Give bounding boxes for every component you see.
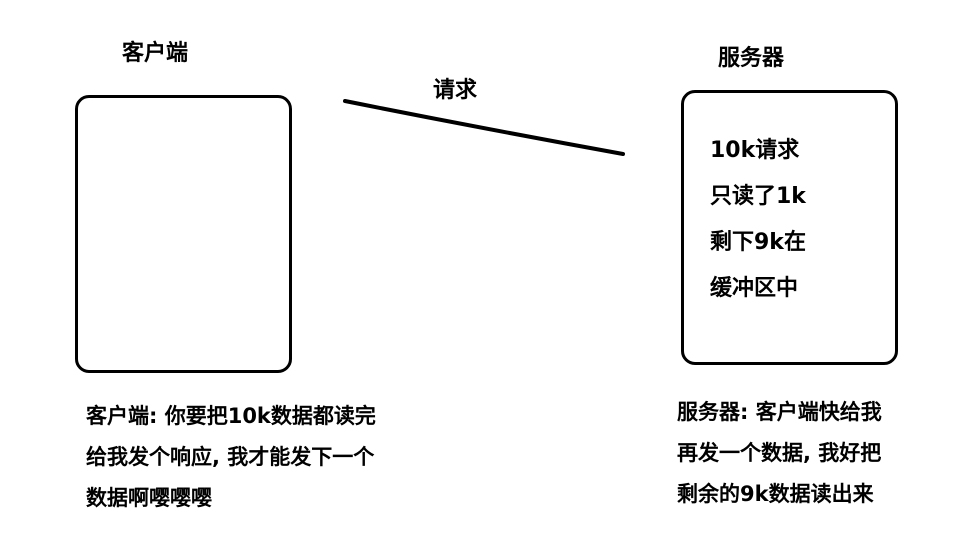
server-box-text: 10k请求 只读了1k 剩下9k在 缓冲区中 [710,128,806,312]
client-note: 客户端: 你要把10k数据都读完 给我发个响应, 我才能发下一个 数据啊嘤嘤嘤 [86,396,376,519]
client-note-line: 给我发个响应, 我才能发下一个 [86,445,375,469]
server-note-line: 服务器: 客户端快给我 [677,400,882,424]
server-note-line: 再发一个数据, 我好把 [677,441,882,465]
connection-label: 请求 [433,78,478,103]
client-box [75,95,292,373]
server-note: 服务器: 客户端快给我 再发一个数据, 我好把 剩余的9k数据读出来 [677,392,882,515]
client-note-line: 数据啊嘤嘤嘤 [86,486,212,510]
server-title: 服务器 [718,46,785,71]
server-box-line: 10k请求 [710,138,800,163]
client-note-line: 客户端: 你要把10k数据都读完 [86,404,376,428]
client-title: 客户端 [122,41,189,66]
server-note-line: 剩余的9k数据读出来 [677,482,874,506]
server-box-line: 剩下9k在 [710,230,806,255]
server-box: 10k请求 只读了1k 剩下9k在 缓冲区中 [681,90,898,365]
server-box-line: 只读了1k [710,184,806,209]
server-box-line: 缓冲区中 [710,276,799,301]
